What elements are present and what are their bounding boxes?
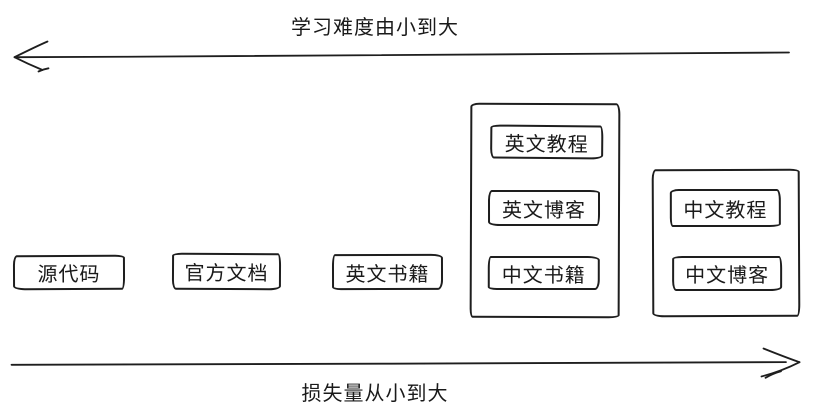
box-official-docs: 官方文档 <box>171 252 282 291</box>
arrow-right-icon <box>10 347 801 379</box>
box-english-blogs: 英文博客 <box>487 189 601 227</box>
box-english-tutorials: 英文教程 <box>490 124 604 160</box>
box-english-books: 英文书籍 <box>331 253 444 291</box>
arrow-left-icon <box>13 40 790 73</box>
box-chinese-tutorials: 中文教程 <box>669 188 781 228</box>
top-axis-label: 学习难度由小到大 <box>291 17 459 39</box>
box-chinese-books: 中文书籍 <box>487 255 600 291</box>
box-source-code: 源代码 <box>12 254 126 291</box>
bottom-axis-label: 损失量从小到大 <box>301 383 449 405</box>
group-box-2: 中文教程 中文博客 <box>651 168 801 318</box>
box-chinese-blogs: 中文博客 <box>672 255 783 292</box>
group-box-1: 英文教程 英文博客 中文书籍 <box>469 102 621 319</box>
